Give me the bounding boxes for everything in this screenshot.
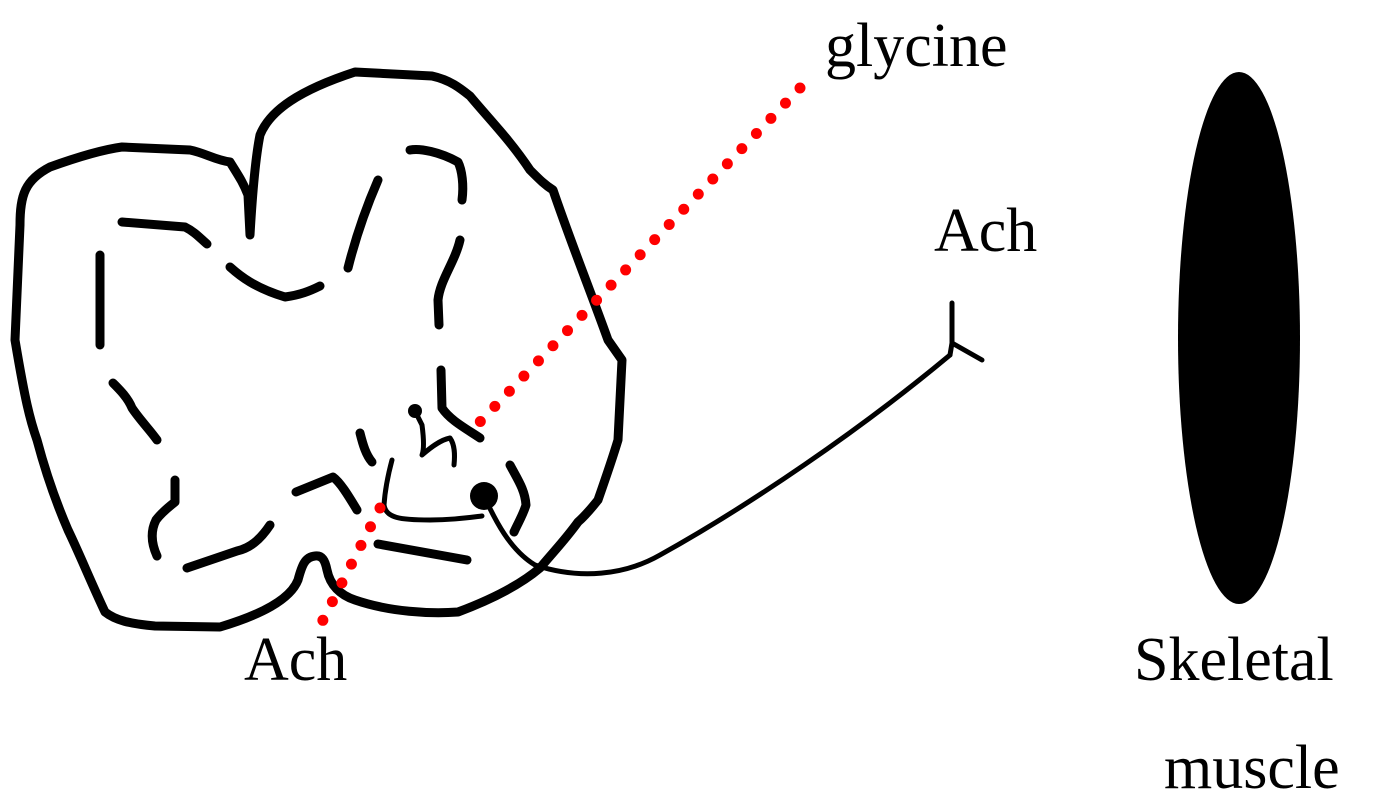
grey-matter-segment: [230, 267, 320, 297]
grey-matter-segment: [113, 383, 157, 440]
axon-terminal: [950, 303, 982, 360]
grey-matter-segment: [510, 465, 526, 532]
grey-matter-segment: [441, 370, 480, 438]
grey-matter-segment: [187, 525, 270, 568]
grey-matter-segment: [410, 150, 463, 201]
glycine-pathway-dotted-line: [477, 88, 800, 425]
label-muscle: muscle: [1164, 734, 1340, 801]
motor-neuron-dendrite-loop: [384, 460, 482, 520]
label-ach-bottom: Ach: [244, 626, 347, 694]
skeletal-muscle-shape: [1178, 72, 1300, 604]
grey-matter-segment: [438, 240, 460, 325]
grey-matter-segment: [378, 544, 467, 560]
spinal-cord-outline: [15, 72, 622, 627]
grey-matter-segment: [296, 477, 357, 510]
motor-neuron-axon: [484, 355, 950, 574]
grey-matter-segment: [348, 180, 378, 268]
grey-matter-segment: [122, 222, 207, 244]
label-skeletal: Skeletal: [1134, 626, 1334, 694]
grey-matter-segment: [152, 480, 175, 556]
grey-matter-segment: [360, 433, 372, 462]
label-ach-top: Ach: [934, 197, 1037, 265]
label-glycine: glycine: [825, 12, 1008, 80]
